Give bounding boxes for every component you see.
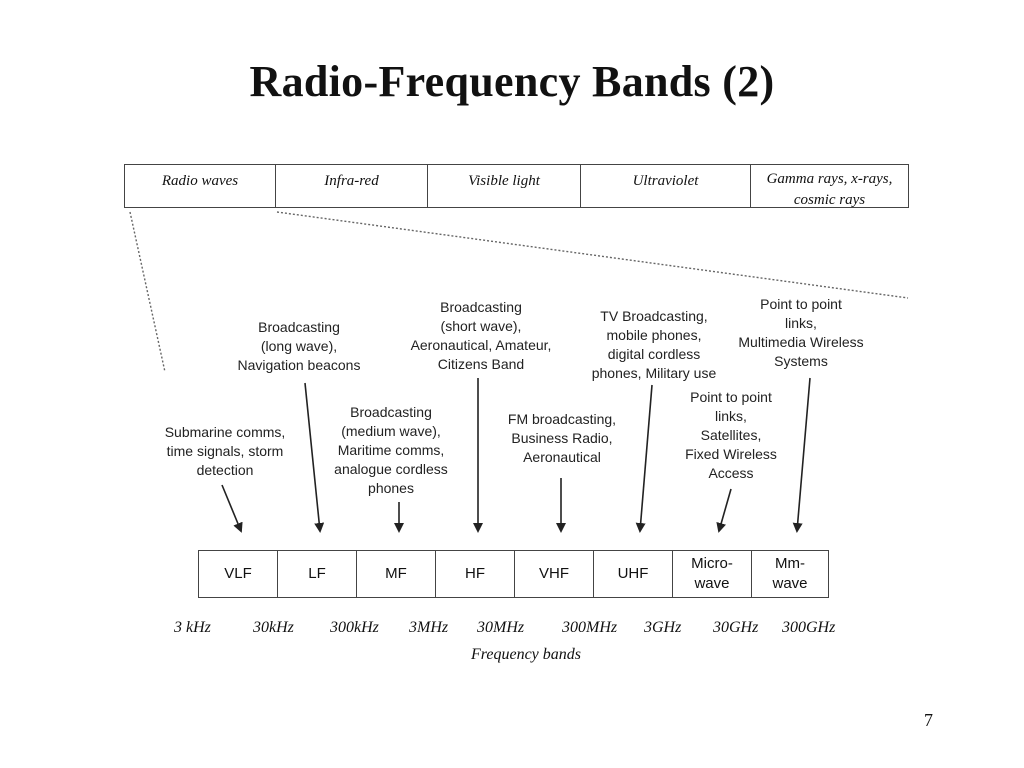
freq-label-3khz: 3 kHz (174, 619, 211, 636)
freq-label-300mhz: 300MHz (562, 619, 618, 636)
page-number: 7 (924, 710, 933, 730)
annotation-vhf: FM broadcasting, Business Radio, Aeronau… (507, 411, 617, 465)
arrow-vlf (221, 484, 243, 533)
freq-label-3mhz: 3MHz (409, 619, 449, 636)
arrow-lf (304, 382, 325, 533)
annotation-uhf: TV Broadcasting, mobile phones, digital … (591, 308, 717, 381)
band-vlf: VLF (198, 550, 278, 598)
band-mmwave: Mm- wave (751, 550, 829, 598)
freq-label-30khz: 30kHz (253, 619, 294, 636)
arrow-microwave (716, 488, 732, 533)
annotation-microwave: Point to point links, Satellites, Fixed … (685, 389, 777, 481)
frequency-bands-caption: Frequency bands (470, 646, 582, 663)
spectrum-gamma-x-cosmic: Gamma rays, x-rays, cosmic rays (750, 164, 909, 208)
annotation-hf: Broadcasting (short wave), Aeronautical,… (410, 299, 552, 372)
annotation-vlf: Submarine comms, time signals, storm det… (164, 424, 286, 478)
arrow-mmwave (792, 377, 811, 533)
band-hf: HF (435, 550, 515, 598)
arrow-uhf (635, 384, 653, 533)
band-vhf: VHF (514, 550, 594, 598)
band-uhf: UHF (593, 550, 673, 598)
band-lf: LF (277, 550, 357, 598)
freq-label-3ghz: 3GHz (644, 619, 682, 636)
freq-label-300khz: 300kHz (330, 619, 379, 636)
annotation-lf: Broadcasting (long wave), Navigation bea… (237, 319, 361, 373)
freq-label-30mhz: 30MHz (477, 619, 525, 636)
freq-label-30ghz: 30GHz (713, 619, 759, 636)
zoom-line-right (276, 211, 909, 299)
annotation-mmwave: Point to point links, Multimedia Wireles… (738, 296, 864, 369)
slide-title: Radio-Frequency Bands (2) (249, 57, 775, 106)
band-microwave: Micro- wave (672, 550, 752, 598)
annotation-mf: Broadcasting (medium wave), Maritime com… (334, 404, 448, 496)
zoom-line-left (129, 211, 166, 373)
band-mf: MF (356, 550, 436, 598)
freq-label-300ghz: 300GHz (782, 619, 836, 636)
